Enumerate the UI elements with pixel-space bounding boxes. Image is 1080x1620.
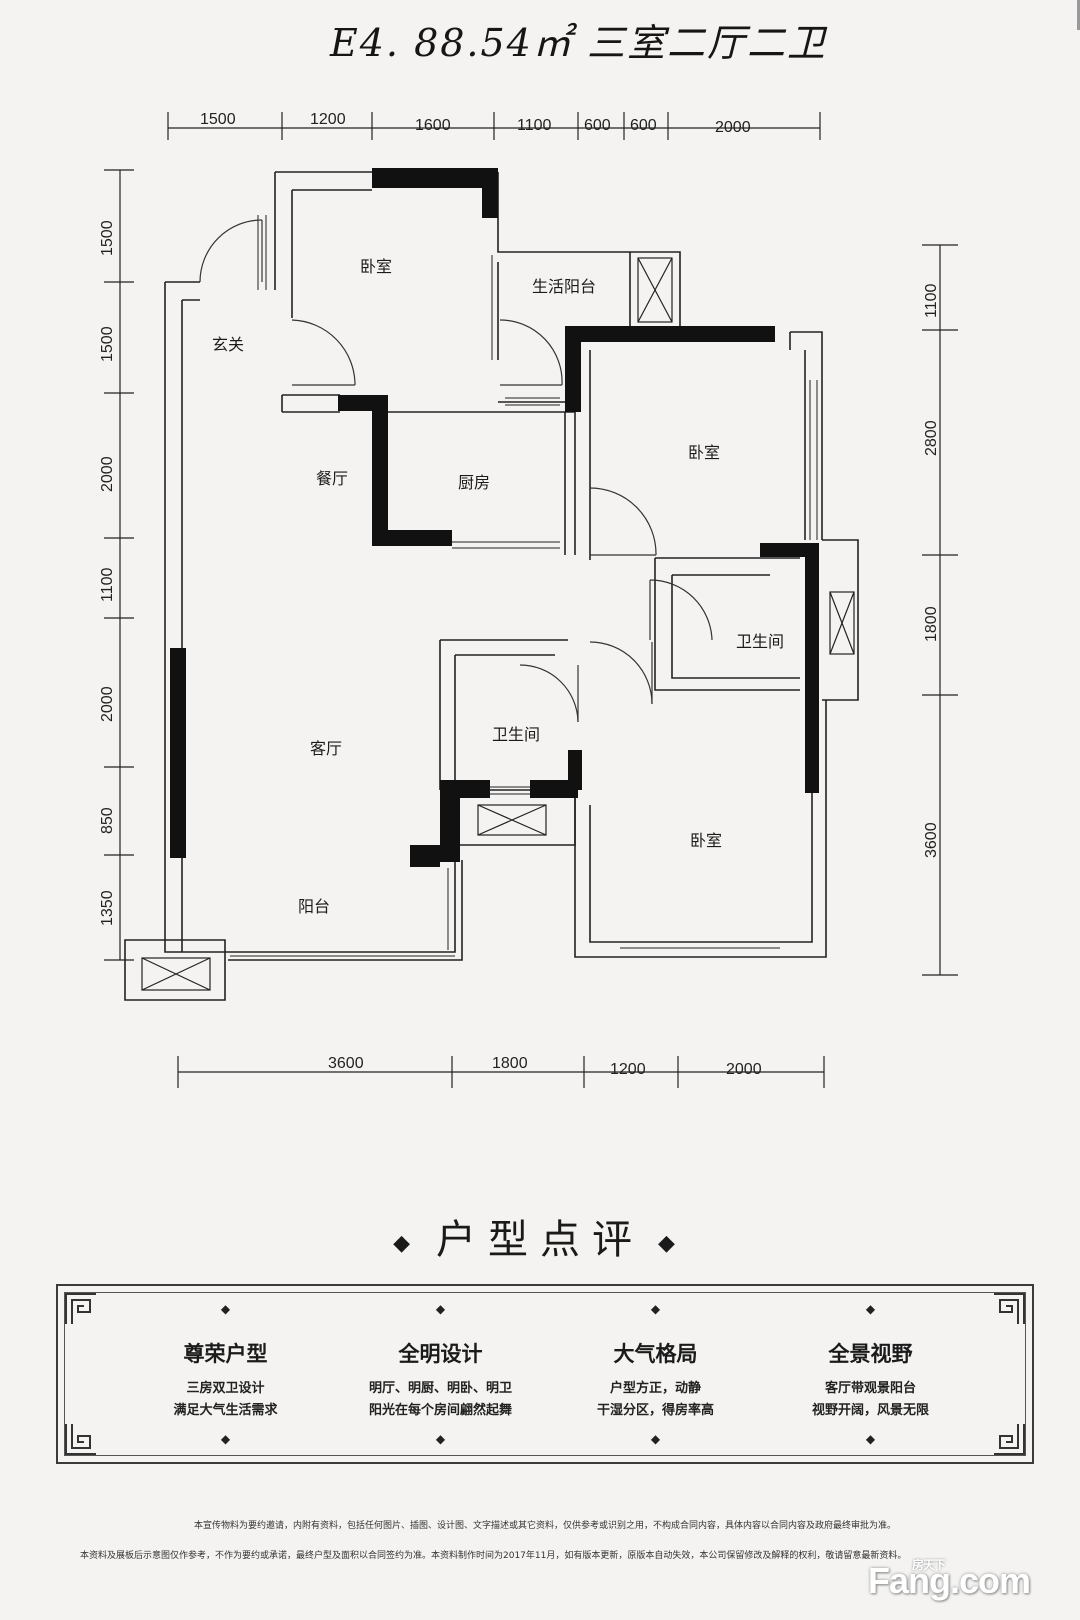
room-entrance: 玄关 (212, 335, 244, 354)
thick-walls (170, 168, 819, 867)
dim-left-4: 1100 (99, 567, 116, 602)
bullet-icon: ◆ (220, 1302, 231, 1316)
dim-bottom-2: 1800 (492, 1055, 528, 1072)
room-kitchen: 厨房 (458, 473, 490, 492)
room-bath-right: 卫生间 (736, 632, 784, 651)
disclaimer-line-1: 本宣传物料为要约邀请，内附有资料，包括任何图片、插图、设计图、文字描述或其它资料… (193, 1521, 896, 1531)
bullet-icon: ◆ (865, 1302, 876, 1316)
fret-corner-icon (65, 1424, 96, 1455)
review-item: ◆ 全景视野 客厅带观景阳台 视野开阔，风景无限 ◆ (763, 1286, 978, 1462)
dim-right-4: 3600 (923, 822, 940, 858)
review-item-line: 三房双卫设计 (186, 1381, 265, 1396)
dim-top-6: 600 (630, 117, 657, 134)
review-item-title: 全景视野 (828, 1341, 913, 1366)
dim-top-3: 1600 (415, 117, 451, 134)
bullet-icon: ◆ (220, 1432, 231, 1446)
dim-left-3: 2000 (99, 456, 116, 492)
room-utility-balcony: 生活阳台 (532, 277, 596, 296)
watermark-brand: Fang.com (868, 1560, 1031, 1601)
left-dimension-line (104, 169, 134, 961)
review-heading: ◆ 户型点评 ◆ (0, 1207, 1080, 1265)
fret-corner-icon (65, 1293, 96, 1324)
watermark: 房天下 Fang.com (868, 1558, 1031, 1602)
dim-left-6: 850 (99, 807, 116, 834)
review-item-line: 视野开阔，风景无限 (811, 1403, 929, 1418)
bullet-icon: ◆ (650, 1432, 661, 1446)
room-living: 客厅 (310, 739, 342, 758)
review-item: ◆ 全明设计 明厅、明厨、明卧、明卫 阳光在每个房间翩然起舞 ◆ (333, 1286, 548, 1462)
bullet-icon: ◆ (435, 1432, 446, 1446)
top-dimension-line (167, 112, 821, 140)
review-panel: ◆ 尊荣户型 三房双卫设计 满足大气生活需求 ◆ ◆ 全明设计 明厅、明厨、明卧… (56, 1284, 1034, 1464)
review-item-line: 户型方正，动静 (609, 1381, 701, 1396)
review-item-title: 大气格局 (613, 1341, 698, 1366)
review-item-line: 干湿分区，得房率高 (596, 1403, 714, 1418)
dim-left-2: 1500 (99, 326, 116, 362)
dim-bottom-1: 3600 (328, 1055, 364, 1072)
dim-right-2: 2800 (923, 420, 940, 456)
review-item-title: 尊荣户型 (183, 1341, 268, 1366)
plan-title: E4. 88.54㎡ 三室二厅二卫 (330, 21, 827, 65)
room-bedroom-bottom: 卧室 (690, 831, 722, 850)
review-item: ◆ 尊荣户型 三房双卫设计 满足大气生活需求 ◆ (118, 1286, 333, 1462)
heading-dot-left-icon: ◆ (393, 1230, 422, 1256)
review-item: ◆ 大气格局 户型方正，动静 干湿分区，得房率高 ◆ (548, 1286, 763, 1462)
dim-top-1: 1500 (200, 111, 236, 128)
floor-plan: 1500 1200 1600 1100 600 600 2000 1500 15… (99, 111, 958, 1088)
review-heading-text: 户型点评 (436, 1217, 644, 1263)
bullet-icon: ◆ (650, 1302, 661, 1316)
dim-left-7: 1350 (99, 890, 116, 926)
review-item-line: 明厅、明厨、明卧、明卫 (368, 1381, 512, 1396)
windows (230, 215, 818, 957)
right-dimension-line (922, 244, 958, 976)
shafts (141, 257, 855, 991)
dim-bottom-4: 2000 (726, 1061, 762, 1078)
room-bedroom-top: 卧室 (360, 257, 392, 276)
fret-corner-icon (994, 1424, 1025, 1455)
watermark-cn: 房天下 (912, 1558, 946, 1572)
review-item-line: 满足大气生活需求 (173, 1403, 278, 1418)
room-balcony: 阳台 (298, 897, 330, 916)
bullet-icon: ◆ (865, 1432, 876, 1446)
dim-top-2: 1200 (310, 111, 346, 128)
dim-top-5: 600 (584, 117, 611, 134)
disclaimer-line-2: 本资料及展板后示意图仅作参考，不作为要约或承诺，最终户型及面积以合同签约为准。本… (80, 1551, 907, 1561)
review-item-line: 客厅带观景阳台 (824, 1381, 916, 1396)
room-dining: 餐厅 (316, 469, 348, 488)
dim-bottom-3: 1200 (610, 1061, 646, 1078)
review-columns: ◆ 尊荣户型 三房双卫设计 满足大气生活需求 ◆ ◆ 全明设计 明厅、明厨、明卧… (118, 1286, 978, 1462)
review-item-line: 阳光在每个房间翩然起舞 (368, 1403, 512, 1418)
bullet-icon: ◆ (435, 1302, 446, 1316)
edge-mark (1077, 0, 1080, 30)
dim-right-3: 1800 (923, 606, 940, 642)
door-swings (199, 219, 713, 723)
dim-top-7: 2000 (715, 119, 751, 136)
review-item-title: 全明设计 (398, 1341, 483, 1366)
dim-right-1: 1100 (923, 283, 940, 318)
fret-corner-icon (994, 1293, 1025, 1324)
dim-left-5: 2000 (99, 686, 116, 722)
room-bedroom-right: 卧室 (688, 443, 720, 462)
heading-dot-right-icon: ◆ (658, 1230, 687, 1256)
dim-left-1: 1500 (99, 220, 116, 256)
bottom-dimension-line (177, 1056, 825, 1088)
dim-top-4: 1100 (517, 117, 552, 134)
room-bath-center: 卫生间 (492, 725, 540, 744)
